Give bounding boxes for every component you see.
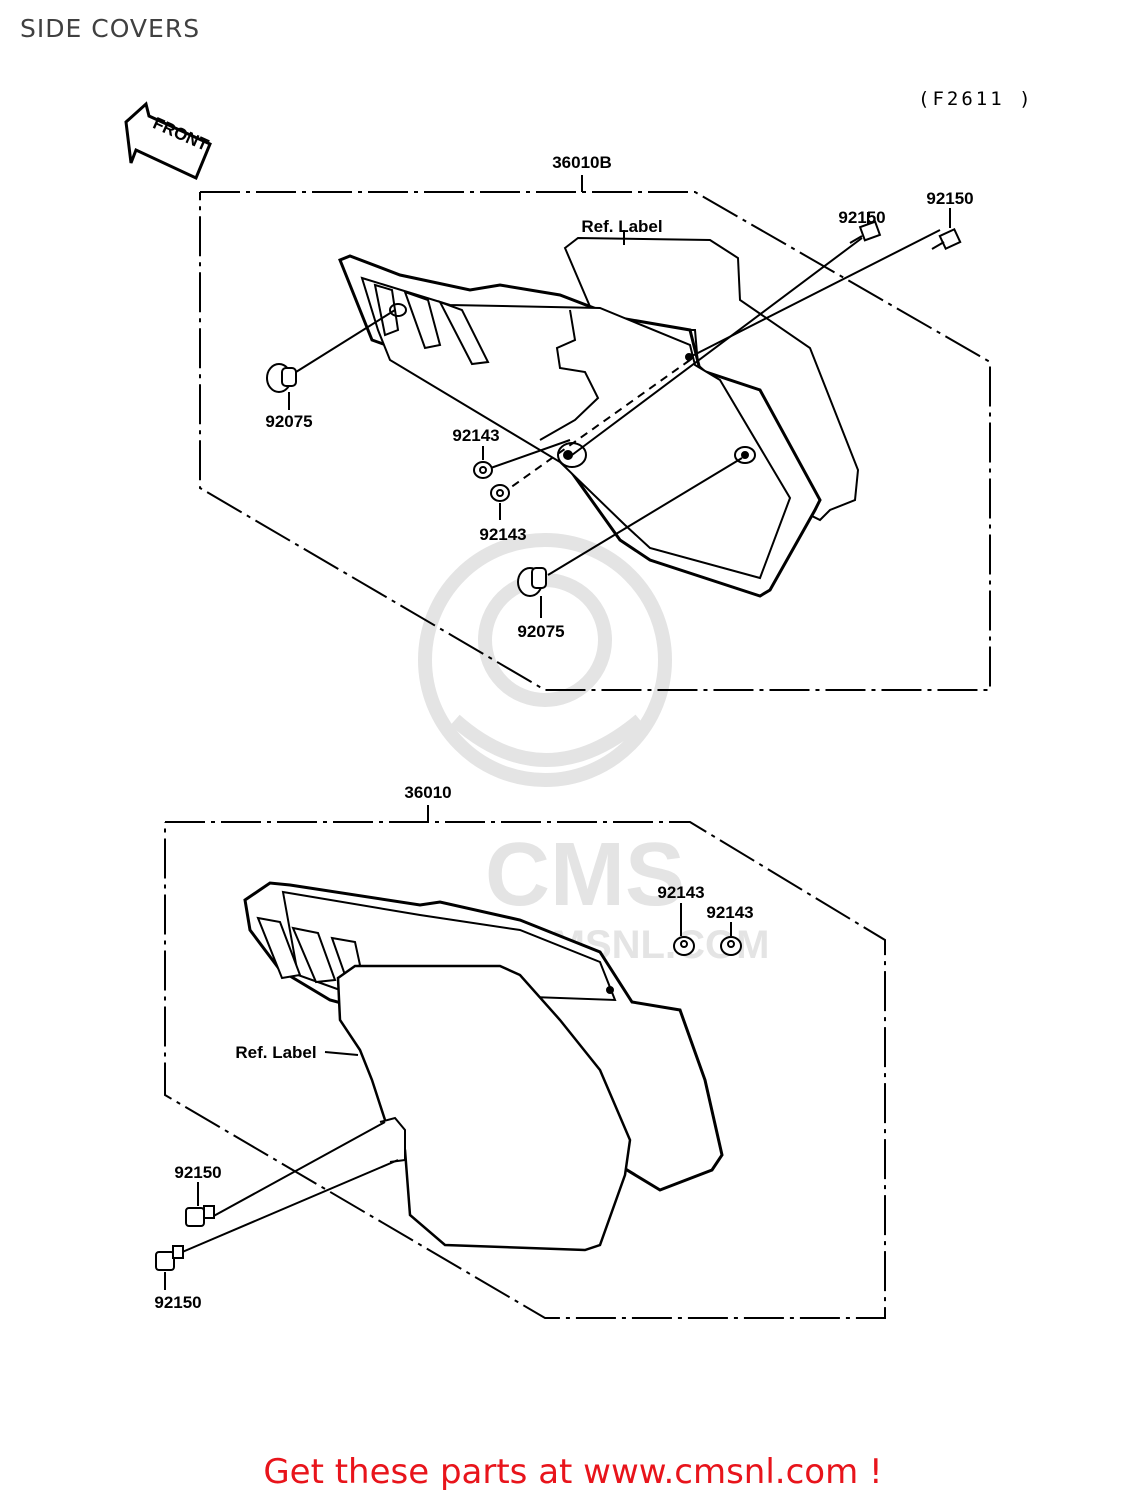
grommet-hole — [389, 303, 407, 317]
grommet-center — [741, 451, 749, 459]
callout-label: 92143 — [479, 525, 526, 544]
bolt-hole — [606, 986, 614, 994]
cover-boss — [379, 1116, 406, 1163]
front-arrow-icon: FRONT — [124, 101, 212, 181]
callout-label: 92075 — [265, 412, 312, 431]
ref-label-text: Ref. Label — [581, 217, 662, 236]
callout-label: 92150 — [174, 1163, 221, 1182]
assembly-36010B — [199, 175, 991, 691]
boss-hole — [563, 450, 573, 460]
callout-label: 92150 — [838, 208, 885, 227]
assembly-frame — [164, 821, 886, 1319]
cover-cutout — [539, 309, 600, 441]
part-number-label: 36010B — [552, 153, 612, 172]
figure-code: (F2611 ) — [918, 88, 1034, 110]
grommet-hole — [734, 446, 756, 464]
label-panel — [336, 964, 632, 1252]
bolt-92150-icon — [849, 220, 882, 244]
grommet-92143-icon — [490, 484, 510, 502]
plug-92075-icon — [266, 309, 396, 393]
callout-label: 92075 — [517, 622, 564, 641]
grommet-92143-icon — [673, 936, 695, 956]
callout-label: 92150 — [154, 1293, 201, 1312]
bolt-axis — [179, 1159, 399, 1254]
plug-92075-icon — [517, 457, 743, 597]
vent-slot — [291, 926, 337, 984]
bolt-axis — [484, 439, 571, 471]
footer-link[interactable]: Get these parts at www.cmsnl.com ! — [263, 1452, 883, 1492]
bolt-axis — [499, 359, 691, 496]
callout-label: 92150 — [926, 189, 973, 208]
leader-line — [324, 1051, 359, 1056]
assembly-frame — [199, 191, 991, 691]
ref-label-text: Ref. Label — [235, 1043, 316, 1062]
vent-slot — [437, 300, 490, 366]
callout-label: 92143 — [657, 883, 704, 902]
bolt-92150-icon — [931, 227, 962, 251]
bolt-axis — [689, 229, 941, 358]
vent-slot — [256, 916, 302, 980]
assembly-36010 — [155, 805, 886, 1319]
vent-slot — [403, 290, 442, 350]
part-number-label: 36010 — [404, 783, 451, 802]
bolt-92150-icon — [155, 1245, 184, 1271]
callout-label: 92143 — [706, 903, 753, 922]
bolt-axis — [571, 237, 863, 456]
assembly-36010B-labels: 36010B Ref. Label 92150 92150 92075 9214… — [265, 153, 973, 641]
grommet-92143-icon — [473, 461, 493, 479]
grommet-92143-icon — [720, 936, 742, 956]
watermark-brand: CMS — [485, 825, 685, 925]
assembly-36010-labels: 36010 Ref. Label 92143 92143 92150 92150 — [154, 783, 753, 1312]
bolt-92150-icon — [185, 1205, 215, 1227]
callout-label: 92143 — [452, 426, 499, 445]
page-title: SIDE COVERS — [20, 14, 201, 43]
bolt-axis — [209, 1121, 386, 1219]
